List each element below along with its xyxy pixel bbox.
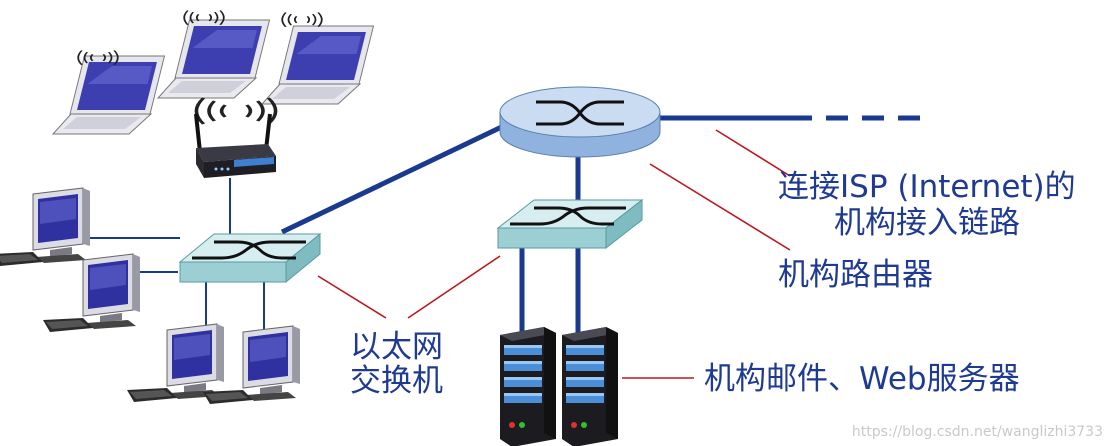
isp-access-link-label: 连接ISP (Internet)的: [778, 168, 1076, 206]
switch-callout-line-left: [317, 275, 387, 319]
laptop-icon: [261, 25, 374, 105]
callout-lines: [317, 129, 791, 379]
desktop-computer-icon: [42, 253, 141, 333]
router-label: 机构路由器: [778, 257, 933, 293]
laptop-icon: [52, 55, 165, 135]
switch-callout-line-right: [407, 255, 501, 319]
wifi-waves-icon: [281, 11, 323, 28]
servers-label: 机构邮件、Web服务器: [704, 361, 1020, 397]
isp-access-link-label-line2: 机构接入链路: [834, 205, 1020, 241]
router-callout-line: [649, 163, 791, 251]
watermark: https://blog.csdn.net/wanglizhi3733: [851, 424, 1103, 440]
desktop-computer-icon: [126, 323, 225, 403]
isp-callout-line: [715, 129, 791, 177]
server-icon: [500, 327, 556, 446]
desktop-computer-icon: [0, 187, 91, 267]
isp-access-link-label-2: 机构接入链路: [834, 204, 1020, 242]
router-icon: [499, 86, 661, 158]
ethernet-switch-icon: [178, 232, 322, 284]
switch-label-line1: 以太网: [350, 329, 443, 365]
wireless-router-icon: [194, 113, 276, 178]
router-to-left-switch-link: [280, 119, 514, 235]
laptop-icon: [157, 19, 270, 99]
server-icon: [562, 327, 618, 446]
ethernet-switch-icon: [496, 198, 644, 250]
switch-label-line2: 交换机: [350, 363, 443, 399]
isp-access-link-label-line1: 连接ISP (Internet)的: [778, 169, 1076, 205]
